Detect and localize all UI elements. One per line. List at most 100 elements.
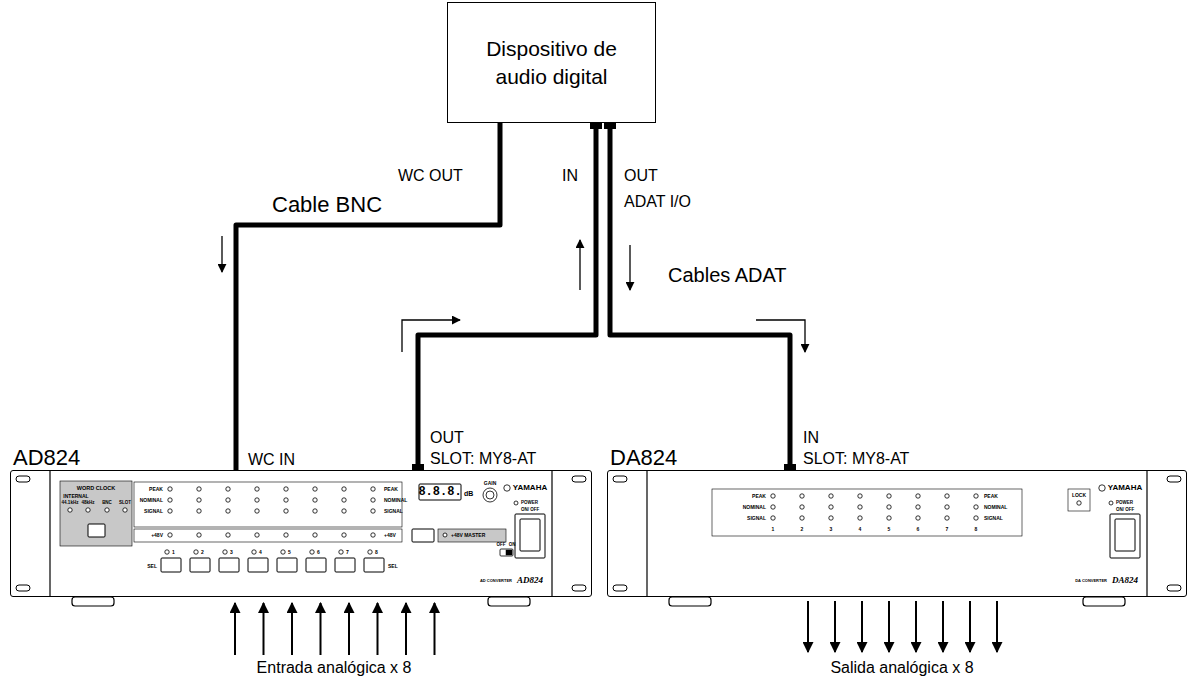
sel-button — [335, 558, 355, 572]
analog-output-arrow — [834, 601, 836, 652]
panel-marking: SEL — [147, 564, 157, 569]
direction-arrow — [756, 320, 805, 352]
led — [916, 516, 920, 520]
analog-output-arrow — [807, 601, 809, 652]
sel-button — [219, 558, 239, 572]
panel-marking: PEAK — [752, 494, 766, 499]
analog-output-arrow — [996, 601, 998, 652]
led — [313, 498, 317, 502]
rack-ear-line — [551, 470, 552, 597]
panel-marking: 6 — [317, 550, 320, 555]
led — [371, 487, 375, 491]
panel-marking: INTERNAL — [63, 494, 88, 499]
panel-marking: PEAK — [384, 487, 398, 492]
panel-marking: 1 — [172, 550, 175, 555]
direction-arrow — [402, 320, 460, 352]
panel-marking: ON — [509, 543, 516, 548]
analog-input-arrow — [377, 603, 379, 655]
port-label: Entrada analógica x 8 — [257, 660, 412, 676]
panel-marking: SIGNAL — [984, 516, 1003, 521]
unit-name: AD824 — [13, 446, 80, 470]
led — [858, 516, 862, 520]
device-box: Dispositivo de audio digital — [447, 2, 656, 123]
led — [194, 550, 198, 554]
sel-button — [306, 558, 326, 572]
sel-button — [161, 558, 181, 572]
panel-marking: DA824 — [1112, 576, 1138, 585]
meter-frame — [712, 489, 1022, 536]
panel-marking: 2 — [801, 527, 804, 532]
panel-marking: WORD CLOCK — [77, 486, 116, 492]
sel-button — [364, 558, 384, 572]
panel-marking: 44.1kHz — [62, 501, 79, 506]
led — [974, 494, 978, 498]
panel-marking: 6 — [917, 527, 920, 532]
rack-hole — [16, 585, 30, 591]
led — [800, 494, 804, 498]
led — [313, 487, 317, 491]
sel-button — [248, 558, 268, 572]
direction-arrow — [629, 245, 630, 290]
gain-knob — [483, 488, 497, 502]
power-switch — [1110, 514, 1140, 558]
panel-marking: OFF — [497, 543, 506, 548]
analog-output-arrow — [888, 601, 890, 652]
rack-foot — [669, 597, 711, 606]
port-label: SLOT: MY8-AT — [803, 451, 909, 467]
led — [945, 494, 949, 498]
rack-foot — [72, 597, 114, 606]
port-label: OUT — [430, 430, 464, 446]
panel-marking: +48V — [151, 533, 163, 538]
phantom-frame — [134, 529, 402, 542]
sel-button — [277, 558, 297, 572]
panel-marking: NOMINAL — [743, 505, 766, 510]
panel-marking: SIGNAL — [747, 516, 766, 521]
panel-marking: 8.8.8. — [418, 486, 461, 498]
port-label: WC IN — [248, 452, 295, 468]
rack-ear-line — [49, 470, 50, 597]
led — [800, 516, 804, 520]
panel-marking: SIGNAL — [144, 509, 163, 514]
led — [342, 509, 346, 513]
panel-marking: LOCK — [1072, 493, 1086, 498]
panel-marking: 5 — [888, 527, 891, 532]
led — [252, 550, 256, 554]
panel-marking: GAIN — [484, 481, 497, 486]
panel-marking: 2 — [201, 550, 204, 555]
yamaha-logo — [1099, 485, 1105, 491]
led — [168, 509, 172, 513]
analog-input-arrow — [320, 603, 322, 655]
analog-input-arrow — [405, 603, 407, 655]
led — [226, 498, 230, 502]
led — [887, 494, 891, 498]
led — [858, 494, 862, 498]
led — [226, 487, 230, 491]
port-label: OUT — [624, 168, 658, 184]
led — [197, 498, 201, 502]
led — [281, 550, 285, 554]
led — [105, 508, 109, 512]
cable — [604, 123, 805, 470]
led — [197, 487, 201, 491]
led — [800, 505, 804, 509]
led — [255, 487, 259, 491]
panel-marking: +48V — [384, 533, 396, 538]
panel-marking: SLOT — [119, 501, 131, 506]
led — [1077, 501, 1081, 505]
led — [197, 509, 201, 513]
panel-marking: POWER — [1116, 501, 1133, 506]
panel-marking: POWER — [521, 501, 538, 506]
led — [974, 516, 978, 520]
led — [916, 505, 920, 509]
rack-ear-line — [646, 470, 647, 597]
led — [68, 508, 72, 512]
panel-marking: PEAK — [984, 494, 998, 499]
slide-switch — [500, 549, 513, 556]
power-rocker — [1115, 519, 1135, 551]
led — [168, 498, 172, 502]
port-label: Salida analógica x 8 — [830, 660, 973, 676]
led — [368, 550, 372, 554]
port-label: IN — [562, 168, 578, 184]
led — [829, 494, 833, 498]
led — [223, 550, 227, 554]
